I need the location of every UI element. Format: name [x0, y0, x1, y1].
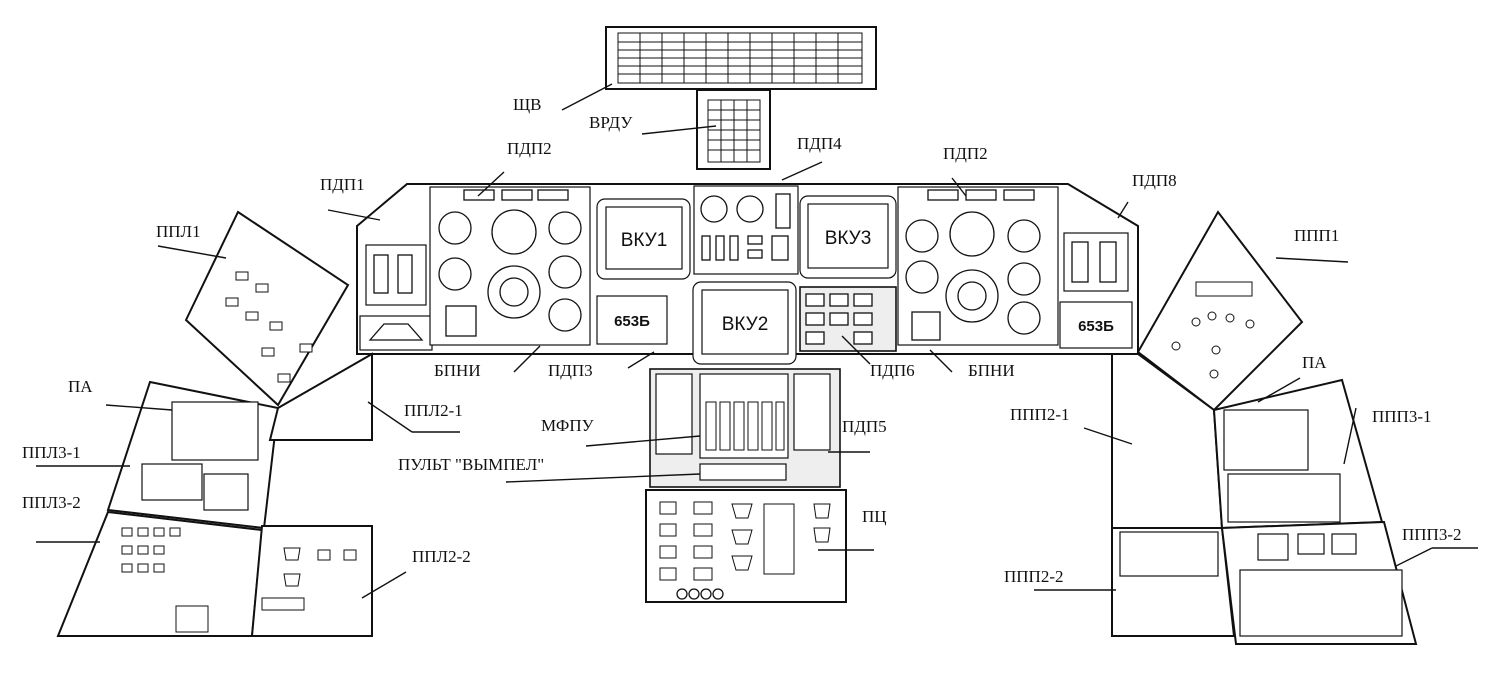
label-ppl3-2: ППЛ3-2: [22, 493, 81, 512]
pdp1-block: [359, 244, 433, 351]
vku3-screen: ВКУ3: [799, 195, 897, 279]
label-pc: ПЦ: [862, 507, 887, 526]
pdp8-block: [1063, 232, 1129, 292]
u653b-right-label: 653Б: [1078, 318, 1114, 335]
label-pdp8: ПДП8: [1132, 171, 1177, 190]
u653b-left: 653Б: [596, 295, 668, 345]
pdp6-block: [799, 286, 897, 352]
label-bpni-left: БПНИ: [434, 361, 481, 380]
ppl3-2-panel: [56, 510, 264, 637]
vku1-screen: ВКУ1: [596, 198, 691, 280]
label-pdp4: ПДП4: [797, 134, 842, 153]
label-pdp1: ПДП1: [320, 175, 365, 194]
text-labels: ЩВ ВРДУ ПДП2 ПДП4 ПДП2 ПДП8 ПДП1 ППЛ1 ПП…: [22, 95, 1462, 586]
label-shchv: ЩВ: [513, 95, 542, 114]
label-ppl3-1: ППЛ3-1: [22, 443, 81, 462]
ppl3-1-panel: [106, 380, 280, 530]
ppp2-2-panel: [1111, 527, 1236, 637]
label-ppl2-2: ППЛ2-2: [412, 547, 471, 566]
ppl1-panel: [184, 210, 350, 407]
vku2-label: ВКУ2: [722, 314, 769, 335]
ppl2-1-panel: [268, 352, 373, 441]
label-pdp2-right: ПДП2: [943, 144, 988, 163]
label-pa-right: ПА: [1302, 353, 1327, 372]
ppp3-2-panel: [1220, 520, 1418, 645]
label-pdp3: ПДП3: [548, 361, 593, 380]
label-ppp3-2: ППП3-2: [1402, 525, 1462, 544]
shchv-panel: [605, 26, 877, 90]
pc-panel: [645, 489, 847, 603]
label-pdp6: ПДП6: [870, 361, 915, 380]
ppp1-panel: [1136, 210, 1304, 412]
vku2-screen: ВКУ2: [692, 281, 797, 365]
label-pult-vympel: ПУЛЬТ "ВЫМПЕЛ": [398, 455, 544, 474]
left-gauge-cluster: [429, 186, 591, 346]
label-ppp3-1: ППП3-1: [1372, 407, 1432, 426]
vku3-label: ВКУ3: [825, 228, 872, 249]
u653b-left-label: 653Б: [614, 313, 650, 330]
label-ppp1: ППП1: [1294, 226, 1339, 245]
ppp3-1-panel: [1212, 378, 1384, 530]
vrdu-panel: [696, 89, 771, 170]
u653b-right: 653Б: [1059, 301, 1133, 349]
label-ppp2-2: ППП2-2: [1004, 567, 1064, 586]
ppl2-2-panel: [250, 525, 373, 637]
label-pdp2-left: ПДП2: [507, 139, 552, 158]
right-gauge-cluster: [897, 186, 1059, 346]
label-pdp5: ПДП5: [842, 417, 887, 436]
label-ppl1: ППЛ1: [156, 222, 201, 241]
leader-lines: [36, 83, 1478, 599]
vku1-label: ВКУ1: [621, 230, 668, 251]
center-console: [649, 368, 841, 488]
shchv-indicator-grid: [617, 32, 863, 84]
label-mfpu: МФПУ: [541, 416, 595, 435]
center-gauges: [693, 185, 799, 275]
label-ppl2-1: ППЛ2-1: [404, 401, 463, 420]
main-dashboard: ВКУ1 653Б ВКУ2: [356, 183, 1139, 365]
label-vrdu: ВРДУ: [589, 113, 633, 132]
label-pa-left: ПА: [68, 377, 93, 396]
label-bpni-right: БПНИ: [968, 361, 1015, 380]
label-ppp2-1: ППП2-1: [1010, 405, 1070, 424]
